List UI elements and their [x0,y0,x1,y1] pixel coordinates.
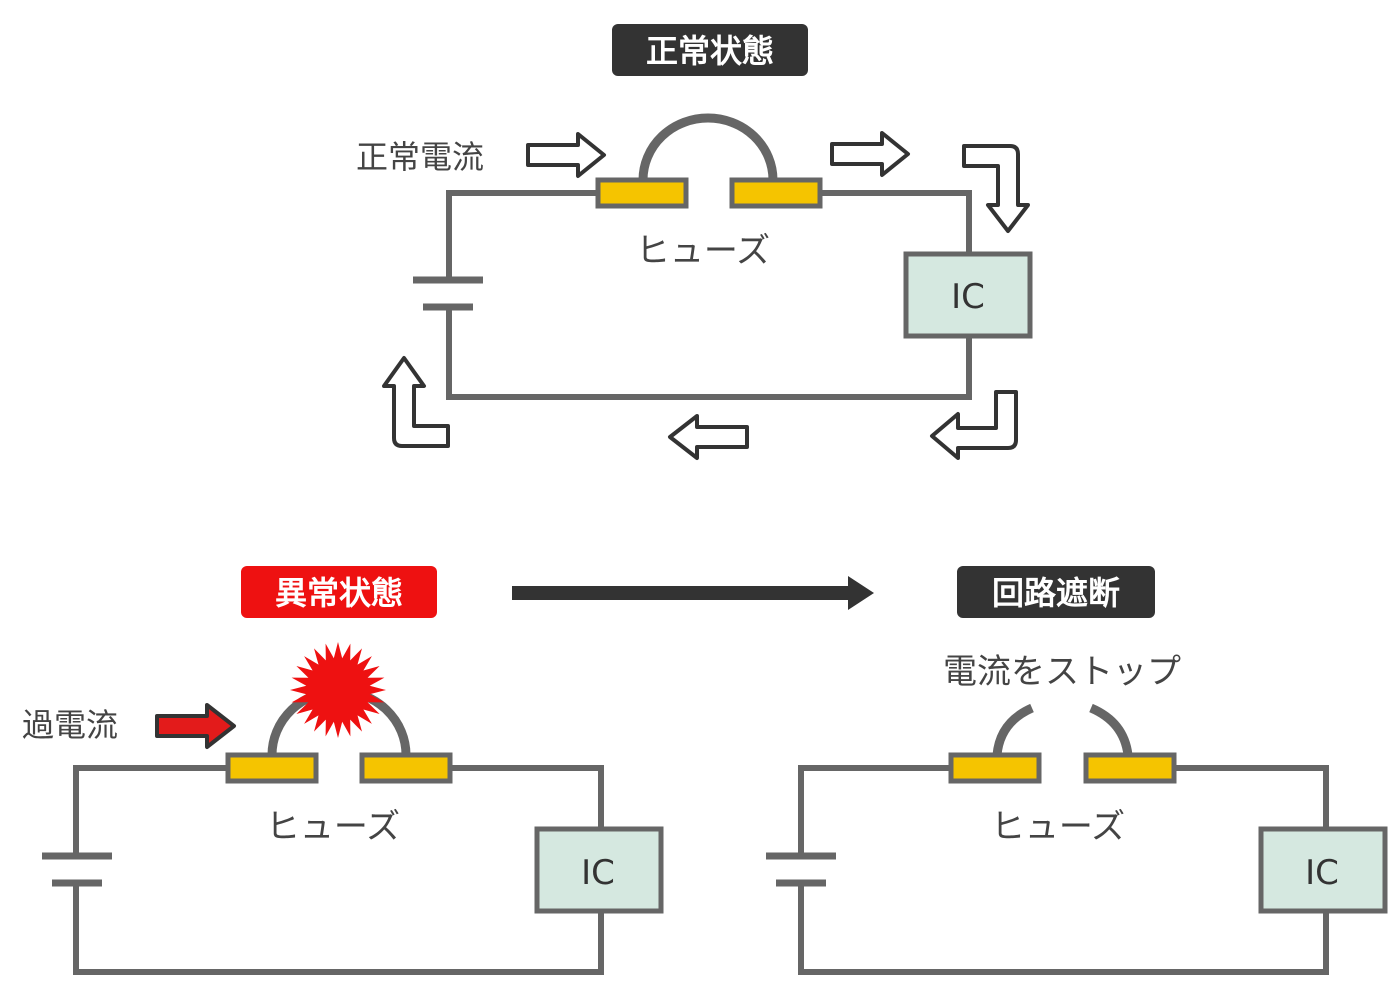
cut-ic-label: IC [1305,853,1339,893]
arrow-bend-down-icon [962,144,1030,233]
abnormal-state-badge-label: 異常状態 [275,574,403,612]
abnormal-ic-box [534,826,664,914]
transition-arrow [512,576,874,610]
abnormal-battery [42,852,112,887]
arrow-bend-left-icon [930,390,1018,460]
fuse-pad-left [948,752,1042,784]
normal-fuse-label: ヒューズ [636,231,770,271]
arrow-left-icon [668,414,749,460]
burst-icon [290,642,386,738]
fuse-pad-right [359,752,453,784]
stop-current-label: 電流をストップ [943,652,1181,692]
cut-fuse-label: ヒューズ [991,807,1125,847]
circuit-cut-badge [957,566,1155,618]
circuit-cut-badge-label: 回路遮断 [992,574,1120,612]
arrow-right-icon [830,131,910,177]
cut-battery [766,852,836,887]
normal-ic-box [903,251,1033,339]
circuit-cut-panel: 回路遮断 電流をストップ ヒューズ IC [766,566,1388,975]
abnormal-state-panel: 異常状態 ヒューズ IC 過電流 [22,566,664,975]
normal-ic-label: IC [951,277,985,317]
overcurrent-arrow-icon [155,703,236,749]
fuse-pad-right [1083,752,1177,784]
blown-fuse [948,703,1177,784]
normal-state-badge-label: 正常状態 [646,32,774,70]
arrow-right-icon [526,132,606,178]
abnormal-ic-label: IC [581,853,615,893]
normal-state-panel: 正常状態 ヒューズ IC 正常電流 [356,24,1033,460]
abnormal-fuse-label: ヒューズ [266,807,400,847]
abnormal-circuit-wire [73,765,604,975]
cut-ic-box [1258,826,1388,914]
normal-current-label: 正常電流 [356,138,484,176]
current-flow-arrows [382,131,1030,460]
fuse-pad-right [729,177,823,209]
abnormal-state-badge [241,566,437,618]
normal-circuit-wire [446,190,972,400]
arrow-bend-up-icon [382,356,450,448]
arrow-head-icon [848,576,874,610]
cut-circuit-wire [798,765,1329,975]
fuse-pad-left [225,752,319,784]
normal-fuse [595,113,823,209]
normal-battery [413,276,483,311]
normal-state-badge [612,24,808,76]
overcurrent-label: 過電流 [22,706,118,744]
fuse-pad-left [595,177,689,209]
